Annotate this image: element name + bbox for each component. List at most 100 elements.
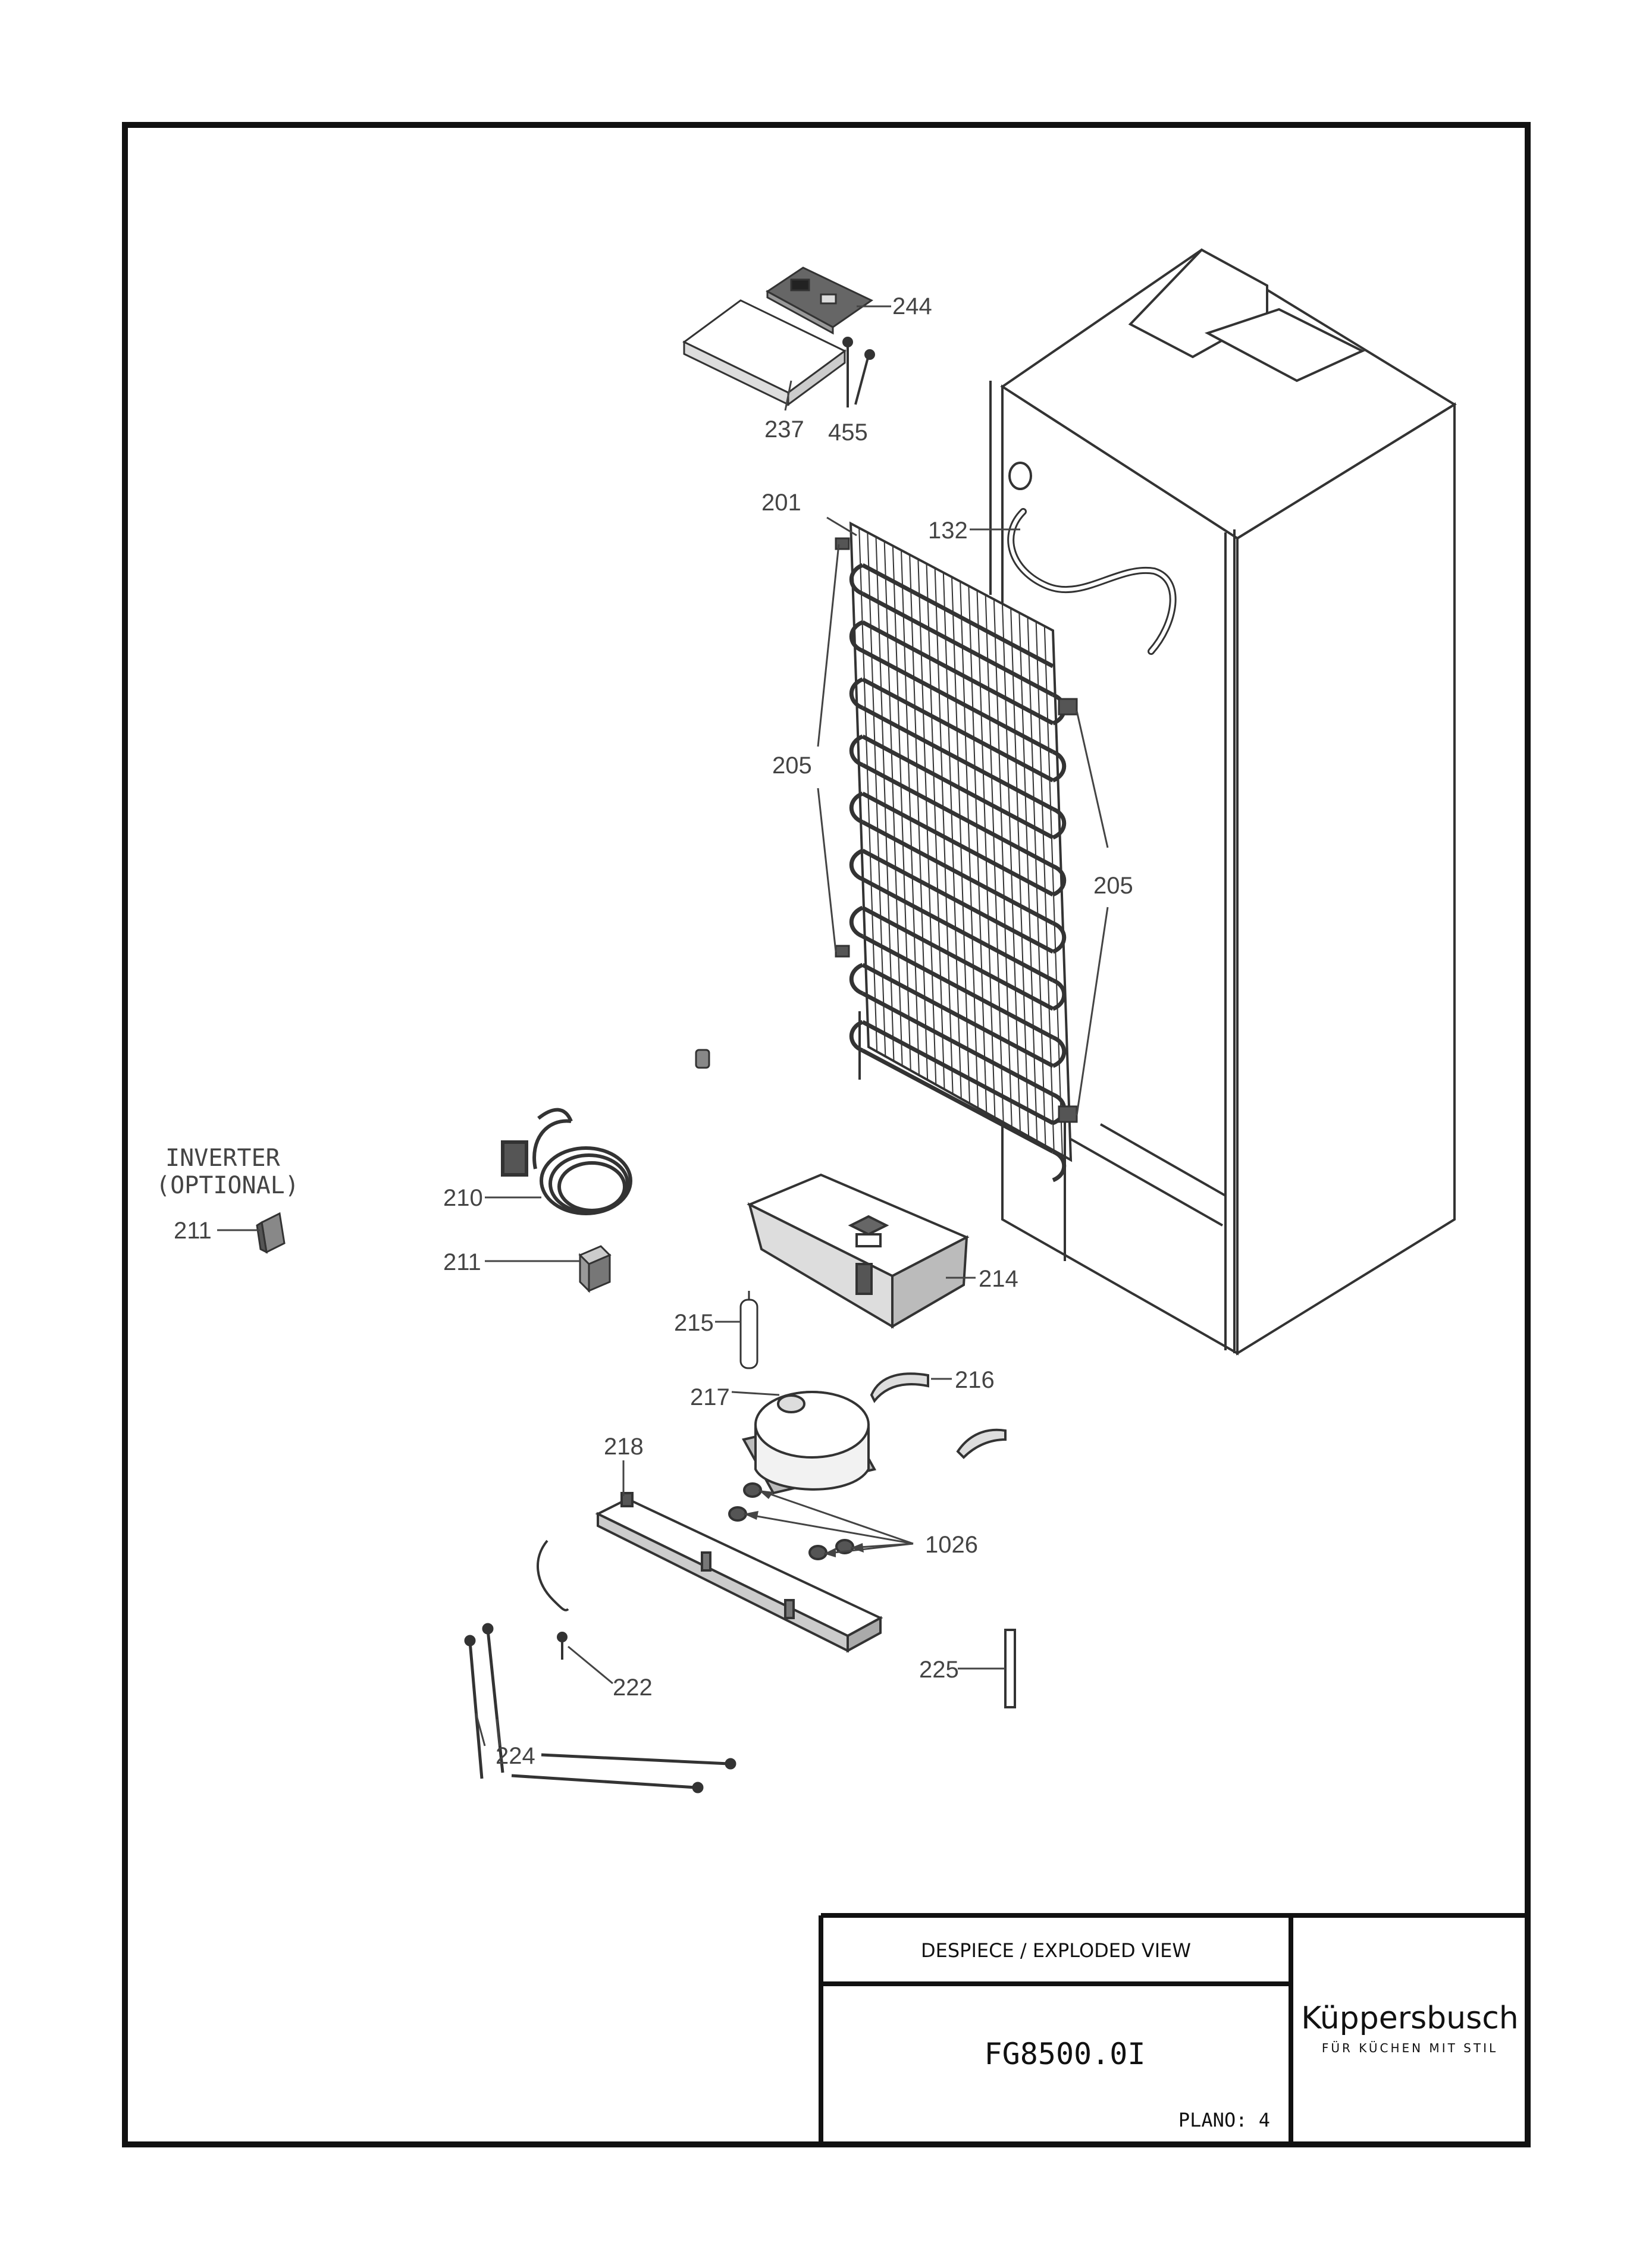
coil-bend [849,563,864,596]
coil-tube [861,848,1054,954]
callout-455: 455 [828,419,868,446]
coil-tube [861,905,1054,1011]
coil-bend [849,734,864,767]
coil-wire [968,585,988,1113]
small-cap [695,1049,710,1069]
screws-455 [842,337,875,407]
coil-tube [861,820,1054,926]
callout-201: 201 [761,490,801,516]
coil-wire [926,563,945,1090]
coil-bend [849,620,864,653]
coil-bend [1052,921,1067,954]
board-cover [682,299,847,406]
coil-tube [861,677,1054,783]
coil-wire [1010,608,1030,1137]
coil-wire [883,541,903,1066]
coil-tube [861,763,1054,868]
coil-tube [861,1020,1054,1125]
compressor [741,1391,877,1495]
fridge-cabinet [989,248,1457,1356]
coil-bend [1052,1035,1067,1068]
coil-tube [861,791,1054,897]
title-block-header: DESPIECE / EXPLODED VIEW [921,1939,1191,1962]
coil-tube [861,648,1054,754]
coil-wire [1035,621,1055,1151]
callout-210: 210 [443,1185,483,1211]
callout-216: 216 [955,1367,995,1393]
inverter-optional-label: (OPTIONAL) [156,1172,299,1199]
title-block-sheet: PLANO: 4 [1178,2109,1270,2131]
callout-214: 214 [979,1266,1018,1292]
coil-bend [1052,864,1067,897]
coil-wire [985,594,1004,1122]
power-cable [501,1108,632,1215]
long-screws-224 [464,1623,736,1793]
coil-tube [861,705,1054,811]
coil-brackets [835,537,1078,1123]
callout-224: 224 [496,1743,535,1769]
coil-tube [861,620,1054,726]
title-block-model: FG8500.0I [985,2037,1146,2071]
condenser-coil [849,521,1073,1261]
leader-lines [217,305,1109,1746]
brand-tagline: FÜR KÜCHEN MIT STIL [1322,2041,1498,2055]
coil-tube [861,877,1054,983]
leader-arrows [744,1490,864,1557]
coil-bend [849,791,864,824]
callout-1026: 1026 [925,1532,978,1558]
callout-215: 215 [674,1310,714,1336]
coil-wire [942,572,962,1099]
compressor-base-plate [595,1492,883,1653]
callout-237: 237 [764,416,804,443]
earth-wire [537,1539,569,1611]
callout-222: 222 [613,1675,653,1701]
coil-tube [861,934,1054,1040]
coil-wire [951,576,970,1104]
coil-tube [861,1048,1054,1154]
coil-wire [850,523,869,1048]
coil-wire [960,581,979,1108]
coil-tube [861,734,1054,840]
callout-132: 132 [928,518,968,544]
coil-bend [1052,750,1067,783]
coil-tube [861,563,1054,669]
inverter-label: INVERTER [165,1144,281,1172]
callout-labels: 244 237 455 201 132 205 205 210 211 211 … [174,293,1133,1769]
callout-244: 244 [892,293,932,319]
coil-bend [849,962,864,996]
control-board [766,266,873,335]
callout-217: 217 [690,1384,730,1410]
coil-bend [849,677,864,710]
drip-tray [747,1173,970,1329]
brand-logo-text: Küppersbusch [1301,2000,1519,2036]
coil-wire [1043,626,1063,1156]
coil-bend [1052,978,1067,1011]
coil-wire [909,554,929,1080]
rod-225 [1004,1629,1016,1708]
callout-205-right: 205 [1093,873,1133,899]
title-block [819,1913,1528,2144]
coil-wire [917,559,937,1085]
coil-wire [993,599,1012,1127]
callout-225: 225 [919,1657,959,1683]
drawing-frame [122,122,1531,2147]
coil-wire [1052,630,1071,1161]
coil-wire [976,590,996,1118]
coil-wire [875,537,895,1061]
coil-tube [861,591,1054,697]
coil-tube [861,991,1054,1097]
coil-bend [849,1020,864,1053]
callout-211-inverter: 211 [174,1218,212,1244]
coil-wire [858,528,878,1052]
dryer-filter [739,1291,758,1369]
coil-tube [861,962,1054,1068]
coil-wire [867,532,886,1056]
coil-bend [849,848,864,882]
coil-bend [1052,807,1067,840]
callout-205-left: 205 [772,752,812,779]
coil-wire [1027,617,1046,1146]
coil-wire [901,550,920,1075]
callout-211: 211 [443,1249,481,1275]
coil-bend [849,905,864,939]
